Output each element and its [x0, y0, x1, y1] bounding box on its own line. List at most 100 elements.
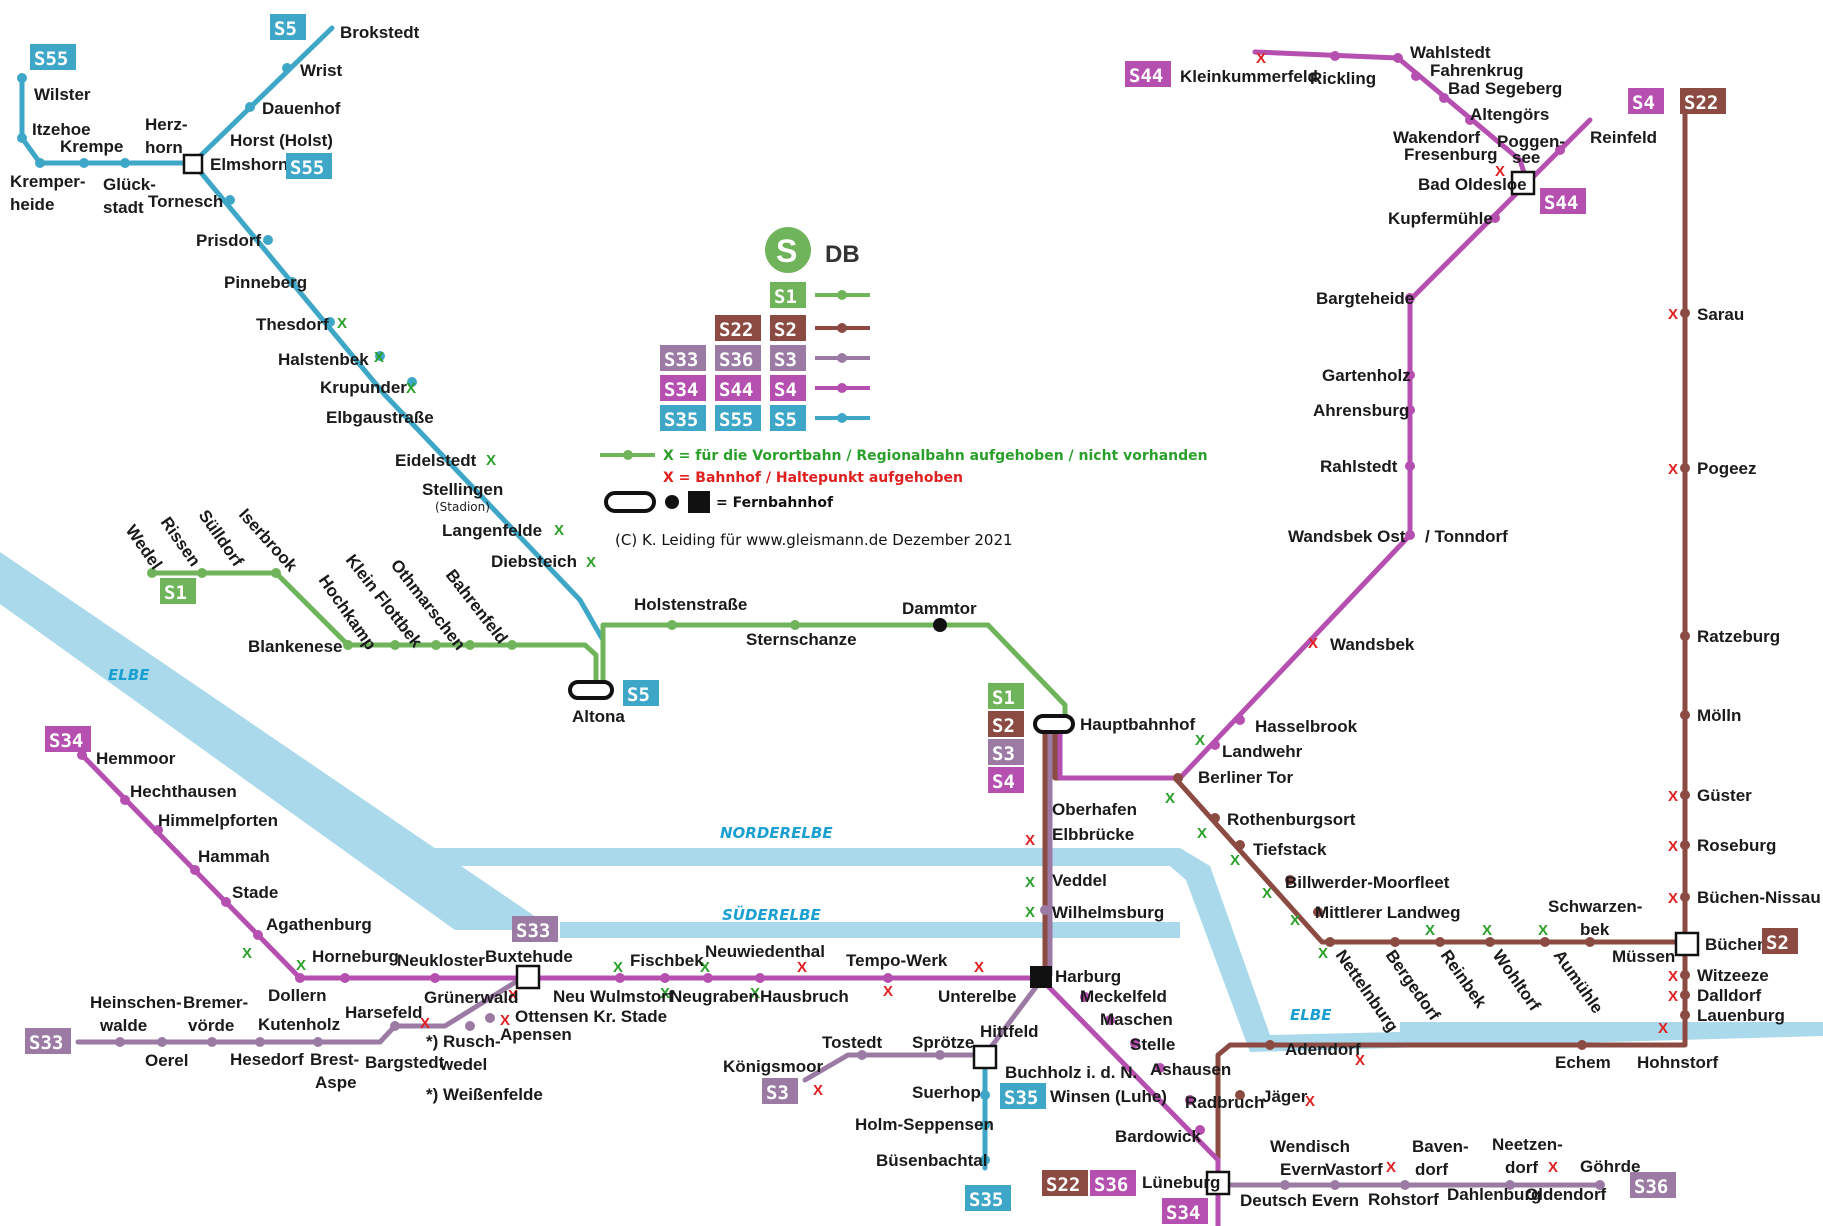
station-muessen: Müssen [1612, 947, 1675, 966]
legend-badge-s33: S33 [664, 349, 698, 371]
legend-badge-s36: S36 [719, 349, 753, 371]
svg-text:X: X [1308, 635, 1318, 652]
svg-text:X: X [1658, 1020, 1668, 1037]
line-s5-brokstedt-altona [190, 25, 606, 693]
station-neuwiedenthal: Neuwiedenthal [705, 942, 825, 961]
suederelbe-label: SÜDERELBE [722, 905, 821, 924]
station-dahlenburg: Dahlenburg [1447, 1185, 1541, 1204]
station-buchholz: Buchholz i. d. N. [1005, 1063, 1137, 1082]
line-s44-kleinkummerfeld-badoldesloe [1252, 49, 1528, 179]
line-s22-sarau-luneburg [1215, 107, 1688, 1178]
station-berlinertor: Berliner Tor [1198, 768, 1293, 787]
legend-badge-s35: S35 [664, 409, 698, 431]
station-neukloster: Neukloster [397, 951, 485, 970]
station-maschen: Maschen [1100, 1010, 1173, 1029]
svg-text:X: X [883, 983, 893, 1000]
station-kremperheide-1: Kremper- [10, 172, 86, 191]
svg-text:X: X [1262, 885, 1272, 902]
station-kremperheide-2: heide [10, 195, 54, 214]
station-hemmoor: Hemmoor [96, 749, 176, 768]
norderelbe-label: NORDERELBE [720, 824, 833, 842]
station-guester: Güster [1697, 786, 1752, 805]
legend-badge-s55: S55 [719, 409, 753, 431]
station-wedel: Wedel [122, 521, 166, 573]
svg-text:X: X [1318, 945, 1328, 962]
station-hammah: Hammah [198, 847, 270, 866]
svg-text:X: X [1290, 912, 1300, 929]
station-spruetze: Sprötze [912, 1033, 974, 1052]
station-gartenholz: Gartenholz [1322, 366, 1411, 385]
station-hausbruch: Hausbruch [760, 987, 849, 1006]
badge-s22-lueneburg: S22 [1046, 1174, 1080, 1196]
suederelbe-river [560, 922, 1180, 938]
station-buesenbachtal: Büsenbachtal [876, 1151, 987, 1170]
line-badges: S5 S55 S55 S1 S5 S1 S2 S3 S4 S44 S44 S4 … [25, 14, 1798, 1224]
badge-s3-hbf: S3 [992, 743, 1015, 765]
logo-s: S [776, 233, 797, 269]
svg-text:X: X [1355, 1052, 1365, 1069]
station-herzhorn-2: horn [145, 138, 183, 157]
station-mittlererlandweg: Mittlerer Landweg [1315, 903, 1460, 922]
svg-text:X: X [1386, 1159, 1396, 1176]
station-hechthausen: Hechthausen [130, 782, 237, 801]
svg-text:X: X [1668, 461, 1678, 478]
station-veddel: Veddel [1052, 871, 1107, 890]
svg-text:X: X [1230, 852, 1240, 869]
station-hohnstorf: Hohnstorf [1637, 1053, 1719, 1072]
station-altona: Altona [572, 707, 625, 726]
svg-text:X: X [660, 985, 670, 1002]
station-fischbek: Fischbek [630, 951, 704, 970]
station-witzeeze: Witzeeze [1697, 966, 1769, 985]
station-herzhorn-1: Herz- [145, 115, 188, 134]
station-heinschenwalde-1: Heinschen- [90, 993, 182, 1012]
station-wandsbek: Wandsbek [1330, 635, 1415, 654]
svg-text:X: X [1425, 922, 1435, 939]
svg-text:X: X [613, 959, 623, 976]
station-langenfelde: Langenfelde [442, 521, 542, 540]
station-meckelfeld: Meckelfeld [1080, 987, 1167, 1006]
station-elmshorn: Elmshorn [210, 155, 288, 174]
station-dammtor: Dammtor [902, 599, 977, 618]
svg-text:X: X [750, 985, 760, 1002]
station-billwerder: Billwerder-Moorfleet [1285, 873, 1450, 892]
station-vastorf: Vastorf [1325, 1160, 1383, 1179]
svg-text:X: X [1668, 838, 1678, 855]
station-badoldesloe: Bad Oldesloe [1418, 175, 1527, 194]
station-roseburg: Roseburg [1697, 836, 1776, 855]
svg-text:X: X [1025, 874, 1035, 891]
station-wilster: Wilster [34, 85, 91, 104]
station-stade: Stade [232, 883, 278, 902]
station-horst: Horst (Holst) [230, 131, 333, 150]
station-halstenbek: Halstenbek [278, 350, 369, 369]
station-ashausen: Ashausen [1150, 1060, 1231, 1079]
station-wendisch-2: Evern [1280, 1160, 1327, 1179]
station-elbbruecke: Elbbrücke [1052, 825, 1134, 844]
station-bargteheide: Bargteheide [1316, 289, 1414, 308]
station-harsefeld: Harsefeld [345, 1003, 422, 1022]
station-dalldorf: Dalldorf [1697, 986, 1762, 1005]
legend-badge-s2: S2 [774, 319, 797, 341]
svg-text:X: X [1197, 825, 1207, 842]
station-harburg: Harburg [1055, 967, 1121, 986]
station-reinbek: Reinbek [1437, 946, 1491, 1012]
line-s1-altona-hauptbahnhof [600, 622, 1068, 727]
station-moelln: Mölln [1697, 706, 1741, 725]
legend-note-red: X = Bahnhof / Haltepunkt aufgehoben [663, 470, 963, 486]
svg-text:X: X [1256, 50, 1266, 67]
station-dollern: Dollern [268, 986, 327, 1005]
station-himmelpforten: Himmelpforten [158, 811, 278, 830]
station-holmseppensen: Holm-Seppensen [855, 1115, 994, 1134]
legend-badge-s22: S22 [719, 319, 753, 341]
station-stellingen-sub: (Stadion) [435, 500, 490, 514]
station-blankenese: Blankenese [248, 637, 343, 656]
station-bardowick: Bardowick [1115, 1127, 1202, 1146]
station-thesdorf: Thesdorf [256, 315, 329, 334]
badge-s1-hbf: S1 [992, 687, 1015, 709]
badge-s1-wedel: S1 [164, 582, 187, 604]
station-ottensen: Ottensen Kr. Stade [515, 1007, 667, 1026]
station-brestaspe-2: Aspe [315, 1073, 357, 1092]
station-hasselbrook: Hasselbrook [1255, 717, 1358, 736]
svg-text:X: X [296, 957, 306, 974]
